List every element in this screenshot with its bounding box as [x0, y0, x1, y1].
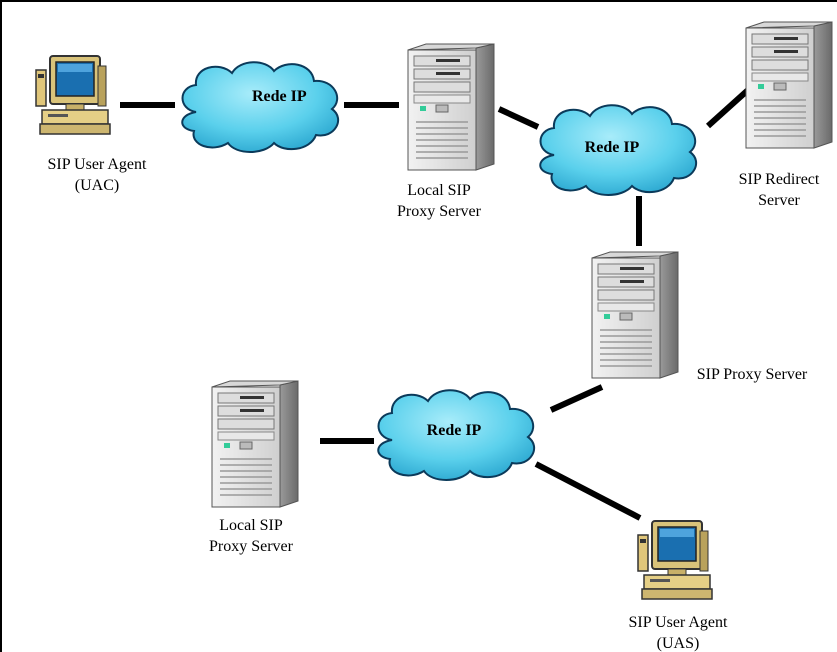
- cloud-left-label: Rede IP: [252, 88, 307, 105]
- link-local-proxy-top-cloud-center: [497, 106, 540, 130]
- user-agent-uac-line1: SIP User Agent: [47, 156, 147, 173]
- user-agent-uas-icon: [637, 520, 713, 600]
- network-links: [120, 87, 751, 521]
- link-proxy-cloud-bottom: [549, 384, 604, 413]
- local-proxy-top-line2: Proxy Server: [397, 203, 481, 220]
- user-agent-uac-icon: [35, 55, 111, 135]
- local-proxy-bottom-line1: Local SIP: [219, 517, 283, 534]
- local-proxy-bottom-icon: [211, 380, 299, 508]
- proxy-server-label: SIP Proxy Server: [682, 364, 822, 385]
- cloud-left: Rede IP: [181, 61, 340, 153]
- local-proxy-top-label: Local SIP Proxy Server: [384, 180, 494, 222]
- cloud-icon: [181, 61, 340, 153]
- cloud-center-label: Rede IP: [585, 139, 640, 156]
- proxy-server-icon: [591, 251, 679, 379]
- local-proxy-top-line1: Local SIP: [407, 182, 471, 199]
- redirect-server-icon: [745, 21, 833, 149]
- cloud-center: Rede IP: [539, 104, 698, 196]
- cloud-bottom: Rede IP: [377, 389, 536, 481]
- redirect-server-label: SIP Redirect Server: [726, 169, 832, 211]
- redirect-server-line1: SIP Redirect: [738, 171, 820, 188]
- local-proxy-bottom-line2: Proxy Server: [209, 538, 293, 555]
- user-agent-uas-line1: SIP User Agent: [628, 614, 728, 631]
- link-cloud-bottom-uas: [534, 461, 642, 521]
- user-agent-uac-label: SIP User Agent (UAC): [32, 154, 162, 196]
- local-proxy-bottom-label: Local SIP Proxy Server: [196, 515, 306, 557]
- link-cloud-center-redirect: [705, 87, 751, 129]
- user-agent-uas-line2: (UAS): [656, 635, 700, 652]
- redirect-server-line2: Server: [758, 192, 800, 209]
- user-agent-uas-label: SIP User Agent (UAS): [613, 612, 743, 652]
- proxy-server-line1: SIP Proxy Server: [696, 366, 808, 383]
- user-agent-uac-line2: (UAC): [74, 177, 120, 194]
- local-proxy-top-icon: [407, 43, 495, 171]
- cloud-bottom-label: Rede IP: [427, 422, 482, 439]
